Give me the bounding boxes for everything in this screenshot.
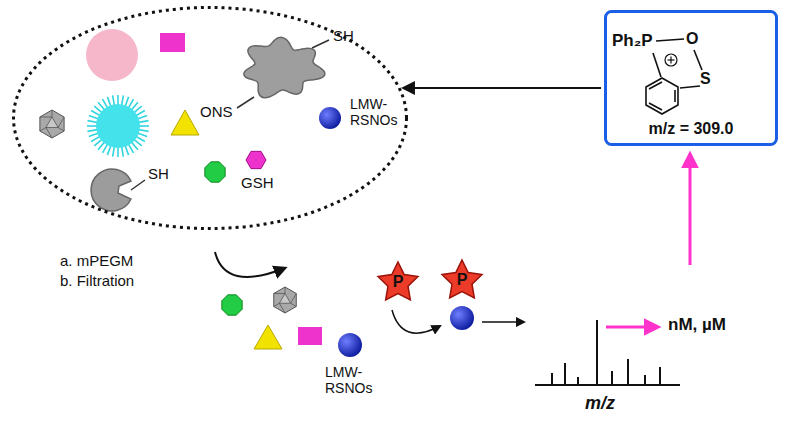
lmw-rsno-label: LMW-RSNOs — [350, 96, 402, 128]
atom-label: S — [700, 70, 711, 88]
blue-sphere — [319, 107, 341, 129]
pink-arrow — [606, 326, 658, 329]
pink-sphere — [86, 29, 138, 81]
spiky-sphere — [87, 95, 149, 157]
pacman-protein — [91, 169, 131, 211]
blue-sphere — [450, 306, 474, 330]
lmw-rsno-label: LMW-RSNOs — [325, 364, 377, 396]
structure-bonds — [646, 39, 702, 114]
icosahedron — [40, 110, 64, 138]
yellow-triangle — [254, 325, 282, 349]
spectrum-axis — [535, 384, 680, 386]
yellow-triangle — [171, 110, 199, 135]
protein-cloud — [244, 37, 325, 97]
product-box: Ph₂P O Sm/z = 309.0 — [604, 10, 778, 146]
magenta-hexagon — [246, 151, 266, 168]
reaction-arrow — [392, 310, 440, 333]
spectrum-peaks — [552, 320, 660, 385]
nitrosothiol-label: ONS — [200, 103, 233, 120]
connector-arrow — [404, 87, 601, 89]
phosphonium-label: Ph₂P — [612, 31, 653, 51]
phosphine-probe: P — [440, 258, 484, 302]
process-arrow — [215, 252, 285, 277]
green-octagon — [205, 162, 225, 182]
thiol-label: SH — [148, 165, 169, 182]
step-label: b. Filtration — [60, 272, 134, 289]
leader-line — [237, 97, 254, 108]
step-label: a. mPEGM — [60, 252, 133, 269]
thiol-label: SH — [333, 27, 354, 44]
glutathione-label: GSH — [241, 174, 274, 191]
blue-sphere — [338, 333, 362, 357]
sample-mixture: SHONSLMW-RSNOsSHGSH — [12, 6, 408, 230]
probe-letter: P — [440, 271, 484, 289]
magenta-rect — [160, 33, 185, 52]
mass-label: m/z = 309.0 — [604, 120, 778, 138]
phosphine-probe: P — [376, 260, 420, 304]
probe-letter: P — [376, 273, 420, 291]
axis-label: m/z — [585, 393, 615, 414]
reaction-arrow — [482, 321, 524, 323]
magenta-rect — [298, 327, 322, 345]
leader-line — [131, 180, 145, 190]
green-octagon — [222, 295, 242, 315]
leader-line — [312, 40, 329, 48]
icosahedron — [274, 287, 297, 313]
pink-arrow — [689, 154, 692, 265]
atom-label: O — [686, 30, 698, 48]
concentration-label: nM, µM — [668, 315, 726, 335]
